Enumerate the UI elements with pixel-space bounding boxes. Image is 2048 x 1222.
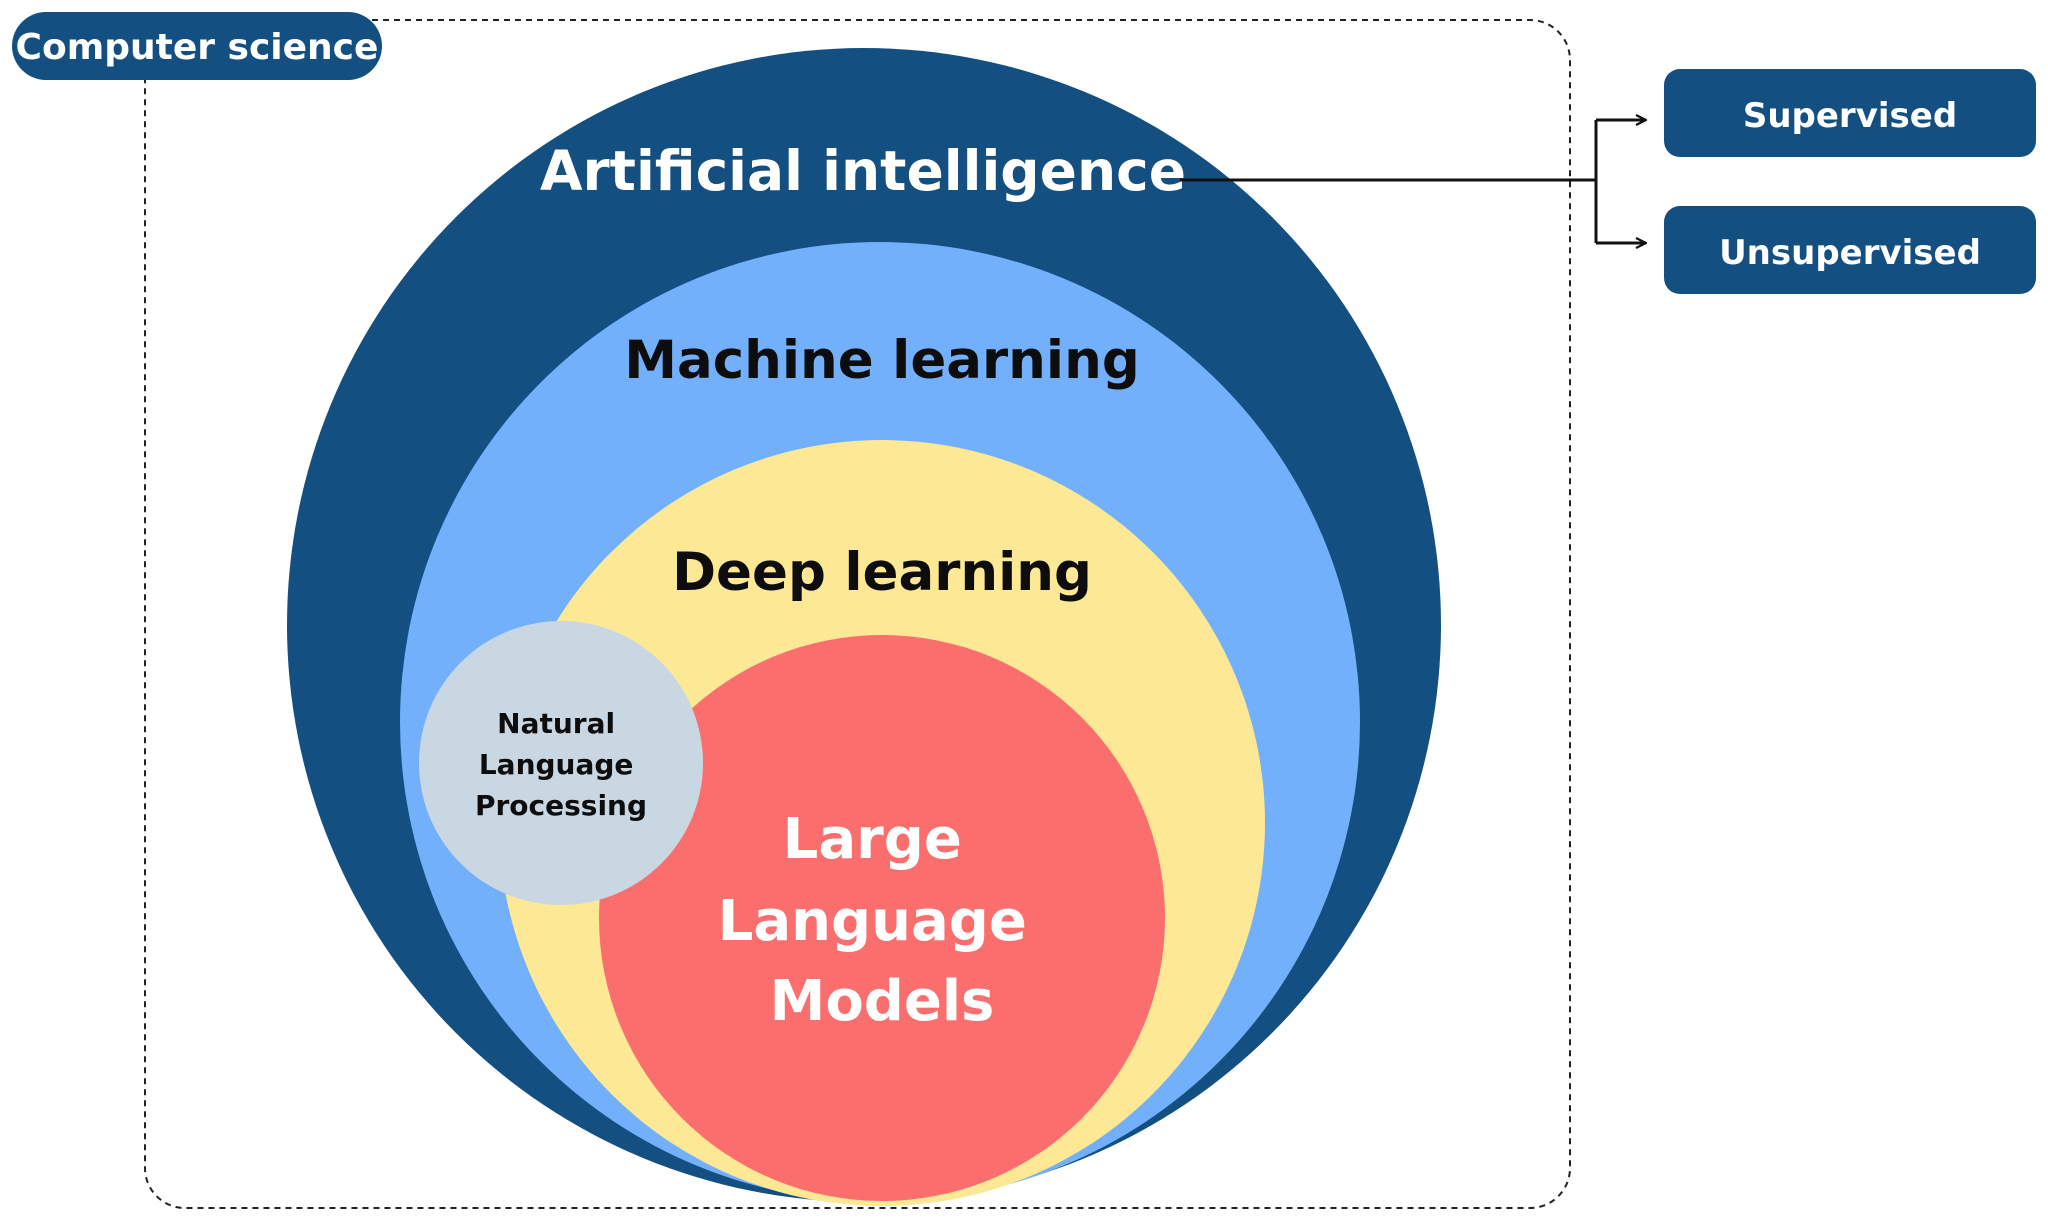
llm-label-line-1: Large xyxy=(783,807,962,872)
nlp-label-line-3: Processing xyxy=(475,789,647,822)
supervised-box xyxy=(1664,69,2036,157)
computer-science-label: Computer science xyxy=(16,27,379,68)
llm-label-line-2: Language xyxy=(718,889,1027,954)
nlp-label-line-2: Language xyxy=(479,748,634,781)
dl-label: Deep learning xyxy=(672,542,1092,603)
unsupervised-label: Unsupervised xyxy=(1719,233,1981,273)
computer-science-boundary xyxy=(144,19,1571,1209)
nlp-label: Natural Language Processing xyxy=(475,707,647,822)
nlp-label-line-1: Natural xyxy=(497,707,615,740)
llm-circle xyxy=(599,635,1165,1201)
llm-label: Large Language Models xyxy=(718,807,1047,1034)
ai-label: Artificial intelligence xyxy=(540,139,1186,203)
unsupervised-box xyxy=(1664,206,2036,294)
ml-label: Machine learning xyxy=(624,330,1140,391)
llm-label-line-3: Models xyxy=(770,969,995,1034)
computer-science-pill xyxy=(12,12,382,80)
supervised-label: Supervised xyxy=(1743,96,1957,136)
nlp-circle xyxy=(419,621,703,905)
